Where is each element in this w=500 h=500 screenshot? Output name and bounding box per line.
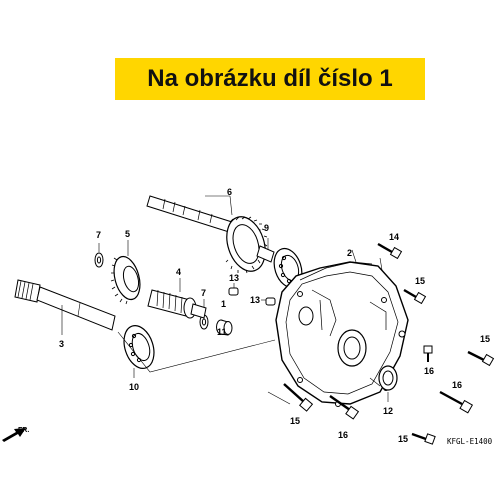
callout-12: 12 [383, 406, 393, 416]
part-1-transmission-cover [275, 257, 409, 407]
assembly-guide-lines [117, 331, 381, 405]
callout-10: 10 [129, 382, 139, 392]
part-16-bolt-center [329, 395, 360, 420]
callout-7-right: 7 [201, 288, 206, 298]
part-13-dowel-pin-upper [228, 283, 239, 296]
callout-11: 11 [217, 327, 227, 337]
part-7-washer-left [94, 243, 104, 268]
part-10-bearing [123, 325, 155, 378]
part-14-bolt [423, 345, 433, 362]
part-4-pinion-gear [147, 278, 207, 319]
part-12-oil-seal [378, 365, 398, 402]
callout-3: 3 [59, 339, 64, 349]
part-5-gear [110, 240, 141, 305]
part-number-banner: Na obrázku díl číslo 1 [115, 58, 425, 100]
banner-text: Na obrázku díl číslo 1 [147, 65, 393, 92]
part-15-bolt-right [467, 350, 495, 367]
part-16-bolt-right [439, 390, 474, 414]
callout-4: 4 [176, 267, 181, 277]
callout-1-pin: 1 [221, 299, 226, 309]
front-direction-arrow: FR. [2, 427, 29, 442]
part-16-bolt-left [283, 383, 314, 412]
direction-label: FR. [18, 427, 29, 434]
callout-16-left: 15 [290, 416, 300, 426]
diagram-code: KFGL-E1400 [447, 437, 493, 446]
callout-16-center: 16 [338, 430, 348, 440]
part-15-bolt-bottom [411, 432, 436, 445]
callout-7-left: 7 [96, 230, 101, 240]
callout-13-upper: 13 [229, 273, 239, 283]
part-15-bolt-mid [403, 288, 427, 305]
callout-6: 6 [227, 187, 232, 197]
callout-15-top: 14 [389, 232, 399, 242]
callout-15-bottom: 15 [398, 434, 408, 444]
callout-9: 9 [264, 223, 269, 233]
part-3-lower-shaft [14, 279, 116, 335]
part-15-bolt-top [377, 242, 403, 260]
callout-15-right: 15 [480, 334, 490, 344]
callout-13-lower: 13 [250, 295, 260, 305]
callout-5: 5 [125, 229, 130, 239]
part-6-upper-shaft [146, 195, 275, 274]
part-13-dowel-pin-lower [261, 297, 276, 306]
callout-2: 2 [347, 248, 352, 258]
callout-16-right: 16 [452, 380, 462, 390]
callout-14: 16 [424, 366, 434, 376]
part-2-gasket [299, 249, 373, 281]
callout-15-mid: 15 [415, 276, 425, 286]
part-11-collar [216, 319, 233, 336]
